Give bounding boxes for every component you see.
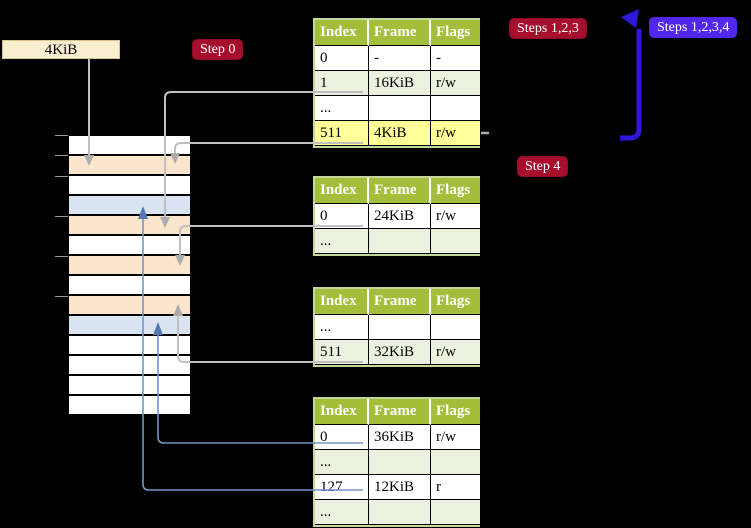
frame-cell <box>369 315 431 340</box>
frame-cell <box>369 96 431 121</box>
index-cell: 0 <box>315 425 369 450</box>
table-row: ... <box>315 450 480 475</box>
flags-cell <box>431 229 480 254</box>
index-cell: 127 <box>315 475 369 500</box>
table-row: ... <box>315 500 480 525</box>
table-header-cell-frame: Frame <box>369 399 431 425</box>
flags-cell <box>431 500 480 525</box>
steps-1234-badge: Steps 1,2,3,4 <box>649 17 738 38</box>
frame-cell <box>369 450 431 475</box>
index-cell: ... <box>315 450 369 475</box>
flags-cell <box>431 96 480 121</box>
frame-cell: 32KiB <box>369 340 431 365</box>
table-header-cell-flags: Flags <box>431 289 480 315</box>
memory-cell-13 <box>69 396 190 416</box>
index-cell: 511 <box>315 340 369 365</box>
frame-cell: 4KiB <box>369 121 431 146</box>
memory-cell-12 <box>69 376 190 396</box>
index-cell: 0 <box>315 204 369 229</box>
table-header-cell-flags: Flags <box>431 399 480 425</box>
memory-tick <box>55 155 68 156</box>
flags-cell: r/w <box>431 121 480 146</box>
table-header-cell-frame: Frame <box>369 20 431 46</box>
index-cell: 1 <box>315 71 369 96</box>
memory-cell-2 <box>69 176 190 196</box>
flags-cell: r/w <box>431 204 480 229</box>
flags-cell: r/w <box>431 425 480 450</box>
memory-tick <box>55 135 68 136</box>
frame-cell <box>369 500 431 525</box>
steps-123-badge: Steps 1,2,3 <box>509 18 587 39</box>
index-cell: 0 <box>315 46 369 71</box>
frame-cell <box>369 229 431 254</box>
step-4-badge: Step 4 <box>517 156 569 177</box>
frame-cell: - <box>369 46 431 71</box>
index-cell: ... <box>315 96 369 121</box>
flags-cell: r <box>431 475 480 500</box>
index-cell: ... <box>315 229 369 254</box>
memory-cell-5 <box>69 236 190 256</box>
table-row: ... <box>315 229 480 254</box>
page-size-label-box: 4KiB <box>2 40 120 59</box>
table-header-cell-index: Index <box>315 178 369 204</box>
memory-cell-9 <box>69 316 190 336</box>
flags-cell: r/w <box>431 71 480 96</box>
memory-cell-10 <box>69 336 190 356</box>
table-header-cell-flags: Flags <box>431 178 480 204</box>
table-header-cell-flags: Flags <box>431 20 480 46</box>
frame-cell: 36KiB <box>369 425 431 450</box>
table-header-cell-frame: Frame <box>369 178 431 204</box>
flags-cell <box>431 315 480 340</box>
index-cell: ... <box>315 500 369 525</box>
table-header-cell-index: Index <box>315 399 369 425</box>
frame-cell: 12KiB <box>369 475 431 500</box>
step-0-badge: Step 0 <box>192 39 244 60</box>
frame-cell: 24KiB <box>369 204 431 229</box>
index-cell: 511 <box>315 121 369 146</box>
steps-loop-arrow <box>620 9 642 141</box>
memory-cell-0 <box>69 136 190 156</box>
flags-cell: r/w <box>431 340 480 365</box>
table-header-cell-frame: Frame <box>369 289 431 315</box>
memory-tick <box>55 296 68 297</box>
memory-cell-7 <box>69 276 190 296</box>
physical-memory-column <box>69 136 190 416</box>
table-header-cell-index: Index <box>315 289 369 315</box>
flags-cell <box>431 450 480 475</box>
table-row: 0-- <box>315 46 480 71</box>
memory-cell-1 <box>69 156 190 176</box>
memory-cell-11 <box>69 356 190 376</box>
table-row: ... <box>315 315 480 340</box>
memory-tick <box>55 216 68 217</box>
memory-tick <box>55 176 68 177</box>
memory-cell-3 <box>69 196 190 216</box>
table-row: ... <box>315 96 480 121</box>
memory-tick <box>55 256 68 257</box>
memory-cell-4 <box>69 216 190 236</box>
frame-cell: 16KiB <box>369 71 431 96</box>
memory-cell-8 <box>69 296 190 316</box>
index-cell: ... <box>315 315 369 340</box>
page-size-label: 4KiB <box>44 42 78 58</box>
flags-cell: - <box>431 46 480 71</box>
memory-cell-6 <box>69 256 190 276</box>
table-header-cell-index: Index <box>315 20 369 46</box>
